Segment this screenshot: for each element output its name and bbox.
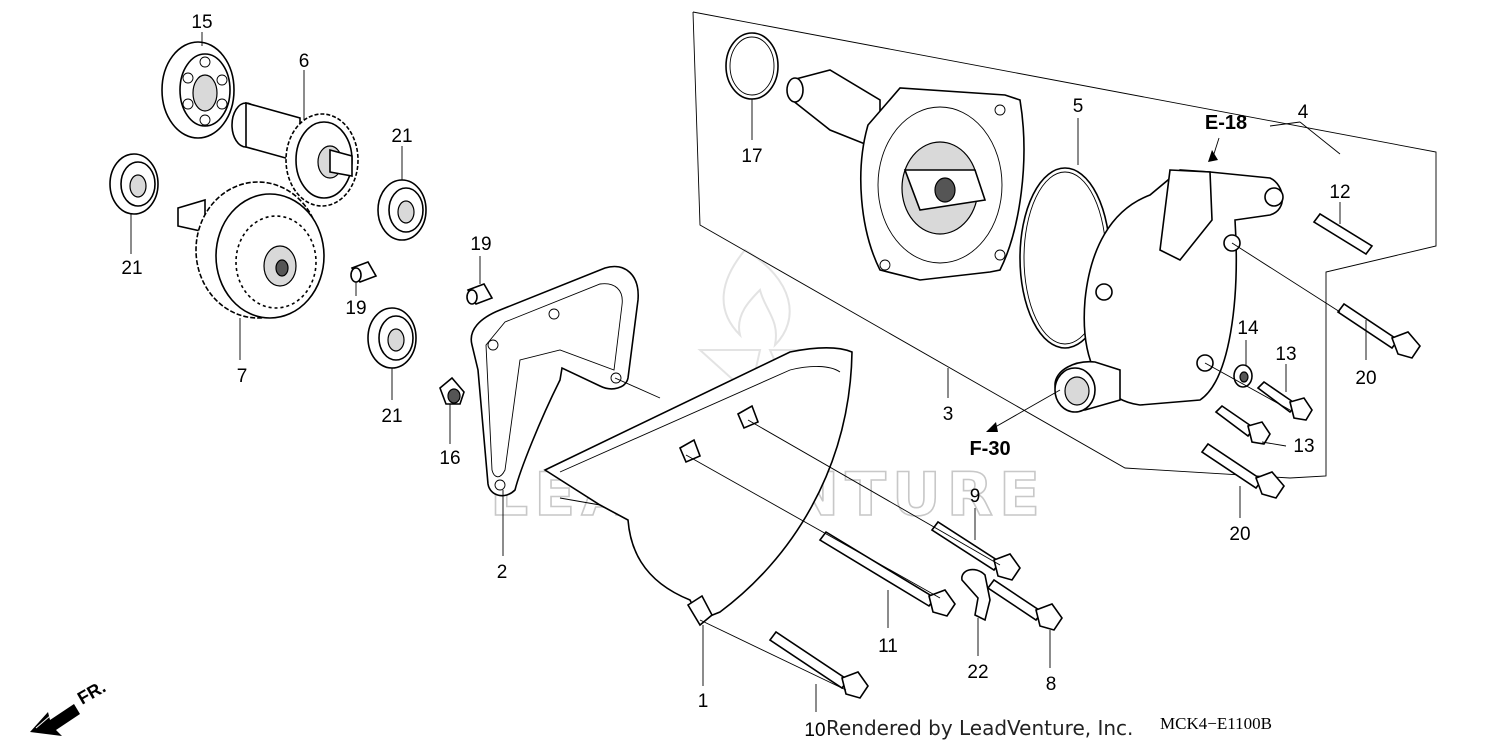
o-ring-17 [725, 32, 779, 100]
water-pump-body [786, 69, 1025, 281]
bolt-13-upper [1256, 380, 1313, 421]
callout-5: 5 [1073, 96, 1084, 117]
callout-11: 11 [878, 636, 898, 657]
flange-bolt-20-upper [1336, 302, 1422, 359]
dowel-pin-19-right [466, 283, 494, 305]
render-credit: Rendered by LeadVenture, Inc. [826, 716, 1134, 740]
bolt-13-lower [1214, 404, 1271, 445]
callout-7: 7 [237, 366, 248, 387]
callout-14: 14 [1237, 318, 1259, 339]
callout-10: 10 [804, 720, 825, 741]
front-marker-label: FR. [74, 677, 109, 709]
callout-19-left: 19 [345, 298, 366, 319]
bracket-4-right [1299, 121, 1341, 155]
bracket-4-left [1269, 121, 1301, 127]
front-arrow-icon [30, 704, 80, 736]
drive-gear-7 [177, 181, 325, 319]
bolt-9 [930, 520, 1021, 581]
callout-13-lower: 13 [1293, 436, 1314, 457]
bearing-21-lower [367, 307, 417, 369]
gear-shaft-6 [231, 101, 359, 207]
callout-2: 2 [497, 562, 508, 583]
gasket-2 [470, 265, 639, 497]
callout-17: 17 [741, 146, 762, 167]
grommet-16 [439, 376, 465, 405]
callout-1: 1 [698, 691, 709, 712]
pump-cover-4 [1054, 169, 1284, 413]
callout-8: 8 [1046, 674, 1057, 695]
callout-21-left: 21 [121, 258, 142, 279]
stud-bolt-12 [1312, 212, 1374, 256]
bearing-21-left [109, 153, 159, 215]
callout-19-right: 19 [470, 234, 491, 255]
callout-20-lower: 20 [1229, 524, 1250, 545]
sprocket-cover-1 [543, 347, 853, 627]
callout-9: 9 [970, 486, 981, 507]
callout-3: 3 [943, 404, 954, 425]
clamp-22 [961, 568, 991, 622]
callout-21-lower: 21 [381, 406, 402, 427]
callout-13-upper: 13 [1275, 344, 1296, 365]
bolt-11 [818, 530, 956, 617]
callout-4: 4 [1298, 102, 1309, 123]
leader-lines [130, 32, 1367, 712]
reference-f30: F-30 [969, 438, 1010, 460]
dowel-pin-19-left [350, 261, 378, 283]
bearing-21-upper [377, 179, 427, 241]
callout-15: 15 [191, 12, 212, 33]
callout-22: 22 [967, 662, 988, 683]
flange-bolt-20-lower [1200, 442, 1286, 499]
bearing-15 [161, 41, 235, 139]
callout-20-upper: 20 [1355, 368, 1376, 389]
bolt-10 [768, 630, 869, 699]
callout-6: 6 [299, 51, 310, 72]
bolt-8 [986, 578, 1063, 631]
callout-12: 12 [1329, 182, 1350, 203]
assembly-group-outline [692, 11, 1437, 479]
reference-e18: E-18 [1205, 112, 1247, 134]
callout-16: 16 [439, 448, 460, 469]
diagram-code: MCK4−E1100B [1160, 714, 1272, 733]
callout-21-upper: 21 [391, 126, 412, 147]
